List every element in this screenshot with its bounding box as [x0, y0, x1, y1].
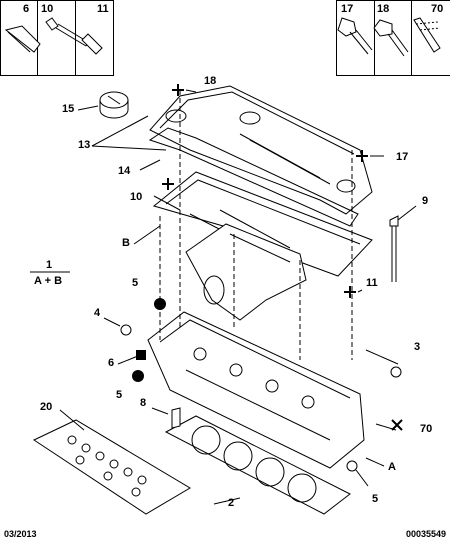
leader-line	[213, 497, 241, 505]
callout-6: 6	[108, 357, 115, 369]
cylinder-head-cover	[149, 85, 373, 215]
callout-A-plus-B: A + B	[34, 275, 63, 287]
leader-line	[355, 469, 369, 487]
legend-divider	[374, 1, 375, 75]
callout-14: 14	[118, 165, 131, 177]
callout-5: 5	[132, 277, 139, 289]
alignment-line	[159, 90, 353, 360]
stud-glyph	[413, 17, 441, 53]
leader-line	[103, 317, 121, 327]
callout-11: 11	[366, 277, 378, 289]
legend-label-6: 6	[23, 3, 30, 15]
leader-line	[365, 349, 399, 365]
callout-5: 5	[372, 493, 379, 505]
callout-1: 1	[46, 259, 53, 271]
round-marker	[132, 370, 144, 382]
callout-2: 2	[228, 497, 235, 509]
bolt-flange-glyph	[373, 19, 409, 57]
callout-B: B	[122, 237, 130, 249]
legend-label-70: 70	[431, 3, 444, 15]
callout-17: 17	[396, 151, 409, 163]
legend-label-18: 18	[377, 3, 390, 15]
plus-marker	[172, 84, 184, 96]
legend-label-17: 17	[341, 3, 354, 15]
callout-8: 8	[140, 397, 147, 409]
head-gasket	[164, 415, 351, 515]
leader-line	[77, 105, 99, 111]
plug-glyph	[4, 25, 41, 53]
square-marker	[136, 350, 146, 360]
plug-part	[390, 366, 402, 378]
footer-date: 03/2013	[4, 529, 37, 539]
callout-5: 5	[116, 389, 123, 401]
plug-part	[120, 324, 132, 336]
legend-label-10: 10	[41, 3, 54, 15]
plus-marker	[162, 178, 174, 190]
callout-18: 18	[204, 75, 217, 87]
leader-line	[59, 409, 85, 431]
leader-line	[153, 195, 181, 211]
legend-divider	[37, 1, 38, 75]
callout-9: 9	[422, 195, 429, 207]
legend-divider	[75, 1, 76, 75]
leader-line	[357, 289, 363, 293]
leader-line	[185, 89, 197, 93]
bolt-washer-glyph	[337, 17, 373, 55]
plus-marker	[344, 286, 356, 298]
long-bolt	[389, 215, 399, 282]
plus-marker	[356, 150, 368, 162]
footer-reference: 00035549	[405, 529, 446, 539]
leader-line	[91, 115, 167, 151]
callout-4: 4	[94, 307, 101, 319]
leader-line	[151, 407, 169, 415]
callout-13: 13	[78, 139, 91, 151]
plug-part	[346, 460, 358, 472]
callout-3: 3	[414, 341, 421, 353]
leader-line	[133, 225, 161, 245]
callout-20: 20	[40, 401, 53, 413]
leader-line	[139, 159, 161, 171]
cylinder-head	[147, 311, 365, 469]
callout-A: A	[388, 461, 396, 473]
callout-70: 70	[420, 423, 433, 435]
cross-marker	[391, 419, 403, 431]
intake-manifold	[185, 223, 307, 321]
leader-line	[117, 355, 139, 365]
bolt-glyph	[45, 17, 103, 55]
leader-line	[365, 457, 385, 467]
dowel-pin	[171, 407, 181, 429]
oil-filler-cap	[99, 91, 129, 119]
legend-divider	[411, 1, 412, 75]
gasket-set	[32, 419, 191, 515]
callout-10: 10	[130, 191, 143, 203]
leader-line	[397, 205, 417, 221]
round-marker	[154, 298, 166, 310]
callout-15: 15	[62, 103, 75, 115]
legend-label-11: 11	[97, 3, 109, 15]
alignment-line	[233, 234, 301, 360]
